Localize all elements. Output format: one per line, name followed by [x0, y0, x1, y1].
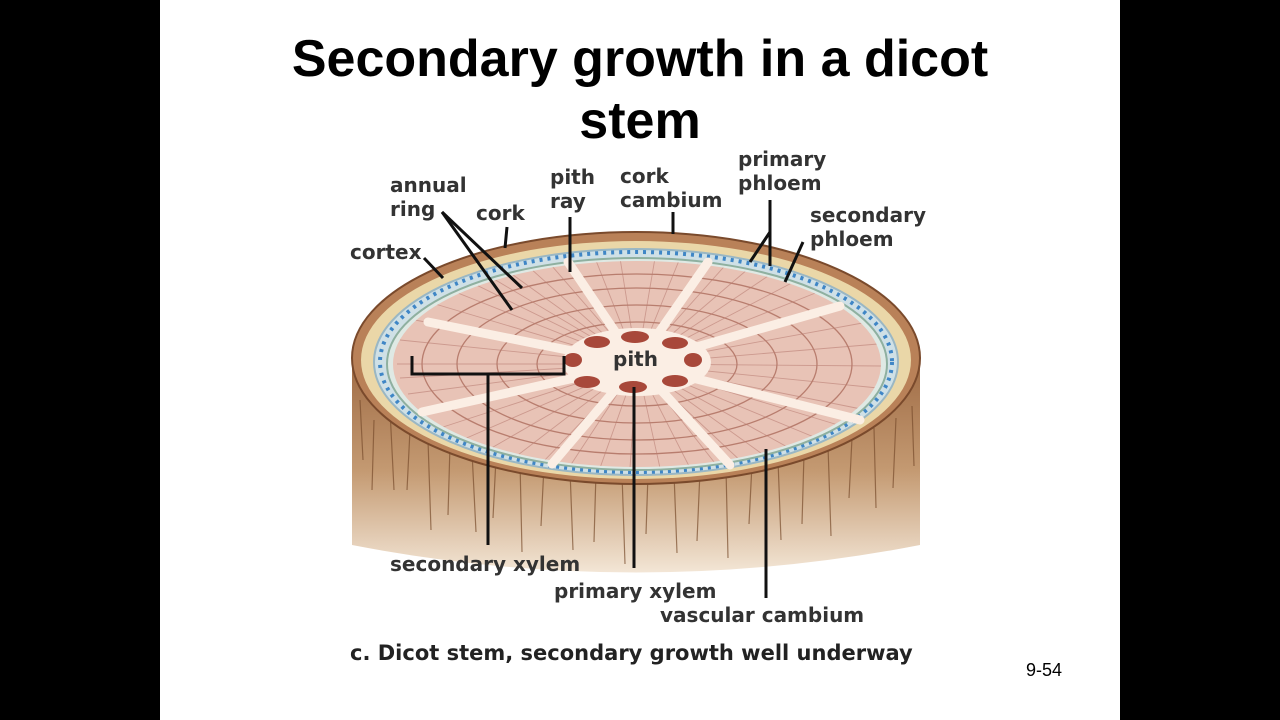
label-secondary-phloem-line-2: phloem: [810, 227, 894, 251]
slide-number: 9-54: [1025, 660, 1062, 680]
figure-caption: c. Dicot stem, secondary growth well und…: [350, 641, 913, 665]
phloem-dots: [378, 250, 894, 474]
label-annual-ring-line-1: annual: [390, 173, 467, 197]
label-cork-cambium-line-1: cork: [620, 164, 669, 188]
dicot-stem-diagram: annual ring cork pith ray cork cambium p…: [350, 147, 926, 665]
label-annual-ring-line-2: ring: [390, 197, 435, 221]
label-pith-ray-line-1: pith: [550, 165, 595, 189]
slide-title: Secondary growth in a dicot stem: [160, 28, 1120, 152]
label-primary-phloem-line-2: phloem: [738, 171, 822, 195]
title-line-2: stem: [579, 92, 701, 150]
slide: Secondary growth in a dicot stem: [160, 0, 1120, 720]
label-primary-phloem-line-1: primary: [738, 147, 826, 171]
label-primary-xylem: primary xylem: [554, 579, 716, 603]
title-line-1: Secondary growth in a dicot: [291, 30, 989, 88]
label-vascular-cambium: vascular cambium: [660, 603, 864, 627]
label-cortex: cortex: [350, 240, 422, 264]
label-cork: cork: [476, 201, 525, 225]
annual-rings: [421, 273, 853, 455]
label-pith-ray-line-2: ray: [550, 189, 586, 213]
label-pith: pith: [613, 347, 658, 371]
leader-lines: [410, 200, 805, 598]
pith-rays: [417, 257, 865, 470]
bark-texture: [359, 399, 915, 565]
label-secondary-phloem-line-1: secondary: [810, 203, 926, 227]
label-secondary-xylem: secondary xylem: [390, 552, 580, 576]
label-cork-cambium-line-2: cambium: [620, 188, 722, 212]
